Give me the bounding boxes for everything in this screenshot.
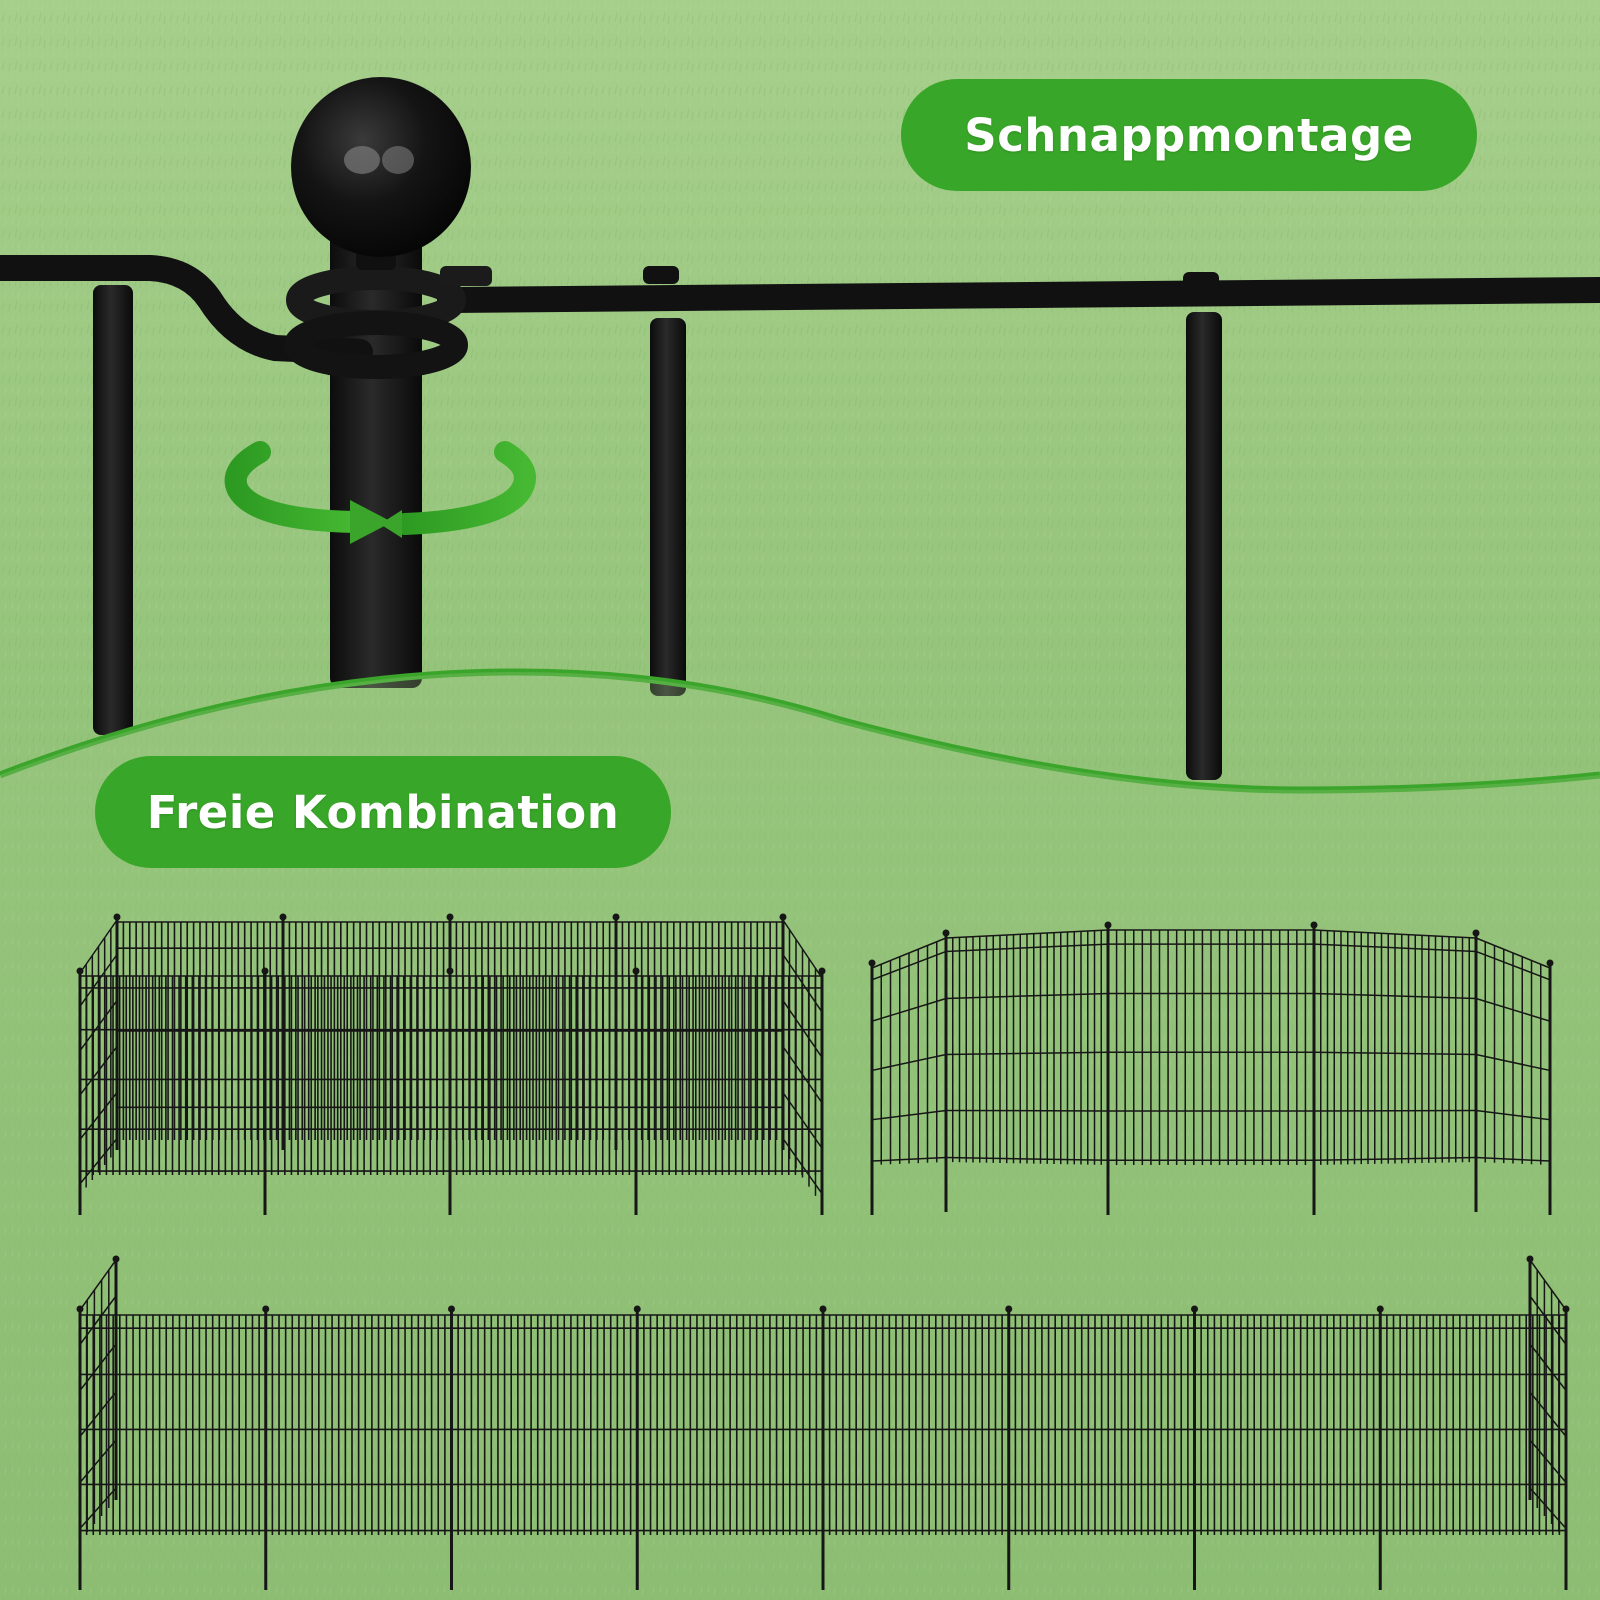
- arc-panel: [1313, 929, 1477, 1165]
- closeup-wrap-loop: [284, 311, 468, 379]
- row-panel: [264, 1314, 453, 1535]
- post-finial: [76, 967, 84, 975]
- post-finial: [279, 913, 287, 921]
- fence-rail: [871, 1156, 947, 1162]
- post-finial: [446, 913, 454, 921]
- post-finial: [76, 1305, 84, 1313]
- post-finial: [779, 913, 787, 921]
- post-finial: [1191, 1305, 1198, 1313]
- fence-rail: [945, 943, 1109, 953]
- front-panel: [264, 975, 451, 1175]
- closeup-vertical-bar: [1186, 312, 1222, 780]
- fence-rail: [1475, 1156, 1551, 1162]
- fence-rail: [1313, 929, 1477, 939]
- post-finial: [1546, 959, 1554, 967]
- fence-rail: [1475, 937, 1551, 969]
- post-finial: [1310, 921, 1318, 929]
- fence-rectangle-layout: [76, 913, 826, 1215]
- post-finial: [612, 913, 620, 921]
- back-panel: [282, 921, 451, 1140]
- closeup-post: [330, 228, 422, 688]
- back-panel: [449, 921, 617, 1140]
- fence-straight-row-layout: [76, 1255, 1570, 1590]
- fence-rail: [1313, 943, 1477, 953]
- lower-section-tint: [0, 672, 1600, 1600]
- post-finial: [448, 1305, 455, 1313]
- row-panel: [450, 1314, 639, 1535]
- post-finial: [633, 1305, 641, 1313]
- post-finial: [262, 1305, 270, 1313]
- post-finial: [261, 967, 269, 975]
- closeup-top-rail-left: [0, 255, 373, 365]
- fence-rail: [871, 1109, 947, 1121]
- back-panel: [615, 921, 784, 1140]
- fence-rail: [1475, 950, 1551, 981]
- fence-rail: [871, 997, 947, 1022]
- post-finial: [112, 1255, 120, 1263]
- fence-rail: [1529, 1259, 1567, 1311]
- post-finial: [868, 959, 876, 967]
- post-finial: [446, 967, 454, 975]
- fence-rail: [1313, 1156, 1477, 1162]
- fence-arc-layout: [868, 921, 1554, 1215]
- post-finial: [1562, 1305, 1570, 1313]
- fence-rail: [1475, 997, 1551, 1022]
- ball-highlight: [382, 146, 414, 174]
- post-finial: [1104, 921, 1112, 929]
- wave-divider: [0, 668, 1600, 794]
- front-panel: [79, 975, 266, 1175]
- post-finial: [819, 1305, 827, 1313]
- fence-rail: [871, 937, 947, 969]
- ball-highlight: [344, 146, 380, 174]
- fence-rail: [1313, 992, 1477, 1000]
- post-finial: [113, 913, 121, 921]
- fence-rail: [782, 919, 823, 979]
- free-combination-label: Freie Kombination: [95, 756, 671, 868]
- closeup-vertical-bar: [650, 318, 686, 696]
- closeup-ball-finial: [291, 77, 471, 257]
- post-finial: [1526, 1255, 1534, 1263]
- fence-rail: [945, 1051, 1109, 1056]
- fence-rail: [79, 919, 118, 974]
- post-finial: [818, 967, 826, 975]
- fence-rail: [1313, 1051, 1477, 1056]
- closeup-vertical-bar: [93, 285, 133, 735]
- rail-cap: [643, 266, 679, 284]
- fence-rail: [79, 1259, 117, 1311]
- fence-rail: [1475, 1109, 1551, 1121]
- snap-assembly-label: Schnappmontage: [901, 79, 1477, 191]
- fence-rail: [1475, 1053, 1551, 1072]
- post-finial: [632, 967, 640, 975]
- fence-rail: [871, 1053, 947, 1072]
- post-finial: [1005, 1305, 1013, 1313]
- post-finial: [1376, 1305, 1384, 1313]
- fence-rail: [945, 929, 1109, 939]
- closeup-fence: [0, 77, 1600, 780]
- fence-rail: [79, 1138, 118, 1185]
- post-finial: [1472, 929, 1480, 937]
- closeup-top-rail-right: [437, 277, 1600, 313]
- row-panel: [1007, 1314, 1196, 1535]
- fence-rail: [945, 992, 1109, 1000]
- fence-rail: [945, 1156, 1109, 1162]
- rotate-arrow-icon: [224, 441, 536, 544]
- fence-rail: [871, 950, 947, 981]
- row-panel: [1193, 1314, 1382, 1535]
- post-finial: [942, 929, 950, 937]
- closeup-clip: [440, 266, 492, 286]
